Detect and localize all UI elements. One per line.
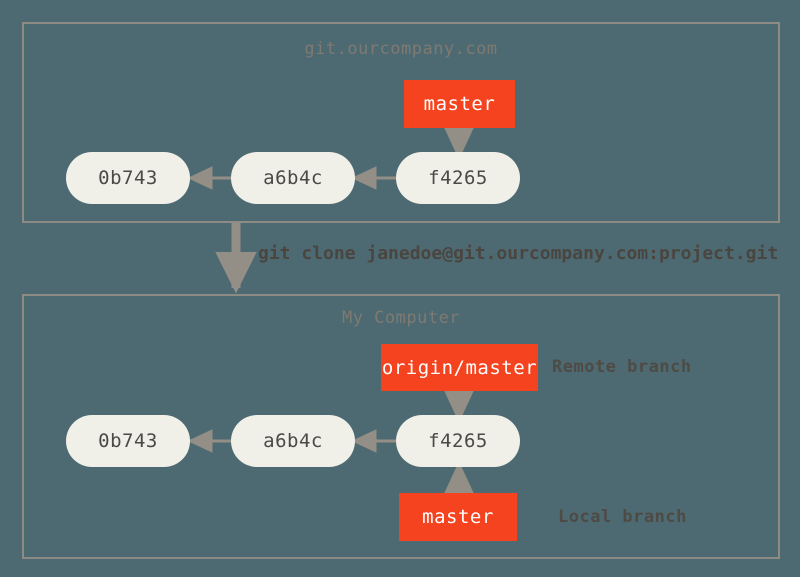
commit-node-a6b4c-remote[interactable]: a6b4c: [231, 152, 355, 204]
commit-id-0b743-remote: 0b743: [98, 167, 158, 189]
annotation-remote-branch: Remote branch: [552, 357, 692, 377]
commit-node-0b743-local[interactable]: 0b743: [66, 415, 190, 467]
branch-box-origin-master[interactable]: origin/master: [381, 344, 538, 391]
branch-label-origin-master: origin/master: [381, 356, 538, 379]
commit-id-a6b4c-remote: a6b4c: [263, 167, 323, 189]
local-zone-title: My Computer: [341, 308, 461, 328]
branch-label-master-local: master: [422, 506, 494, 528]
commit-node-a6b4c-local[interactable]: a6b4c: [231, 415, 355, 467]
clone-command-text: git clone janedoe@git.ourcompany.com:pro…: [258, 243, 779, 264]
commit-node-f4265-local[interactable]: f4265: [396, 415, 520, 467]
branch-box-master-remote[interactable]: master: [404, 80, 515, 128]
branch-label-master-remote: master: [423, 93, 496, 115]
commit-node-0b743-remote[interactable]: 0b743: [66, 152, 190, 204]
remote-server-zone: git.ourcompany.com: [22, 22, 780, 223]
commit-id-a6b4c-local: a6b4c: [263, 430, 323, 452]
commit-id-f4265-local: f4265: [428, 430, 488, 452]
remote-zone-title: git.ourcompany.com: [304, 39, 498, 59]
branch-box-master-local[interactable]: master: [399, 493, 517, 541]
local-computer-zone: My Computer: [22, 294, 780, 559]
commit-id-f4265-remote: f4265: [428, 167, 488, 189]
commit-node-f4265-remote[interactable]: f4265: [396, 152, 520, 204]
annotation-local-branch: Local branch: [558, 507, 687, 527]
commit-id-0b743-local: 0b743: [98, 430, 158, 452]
